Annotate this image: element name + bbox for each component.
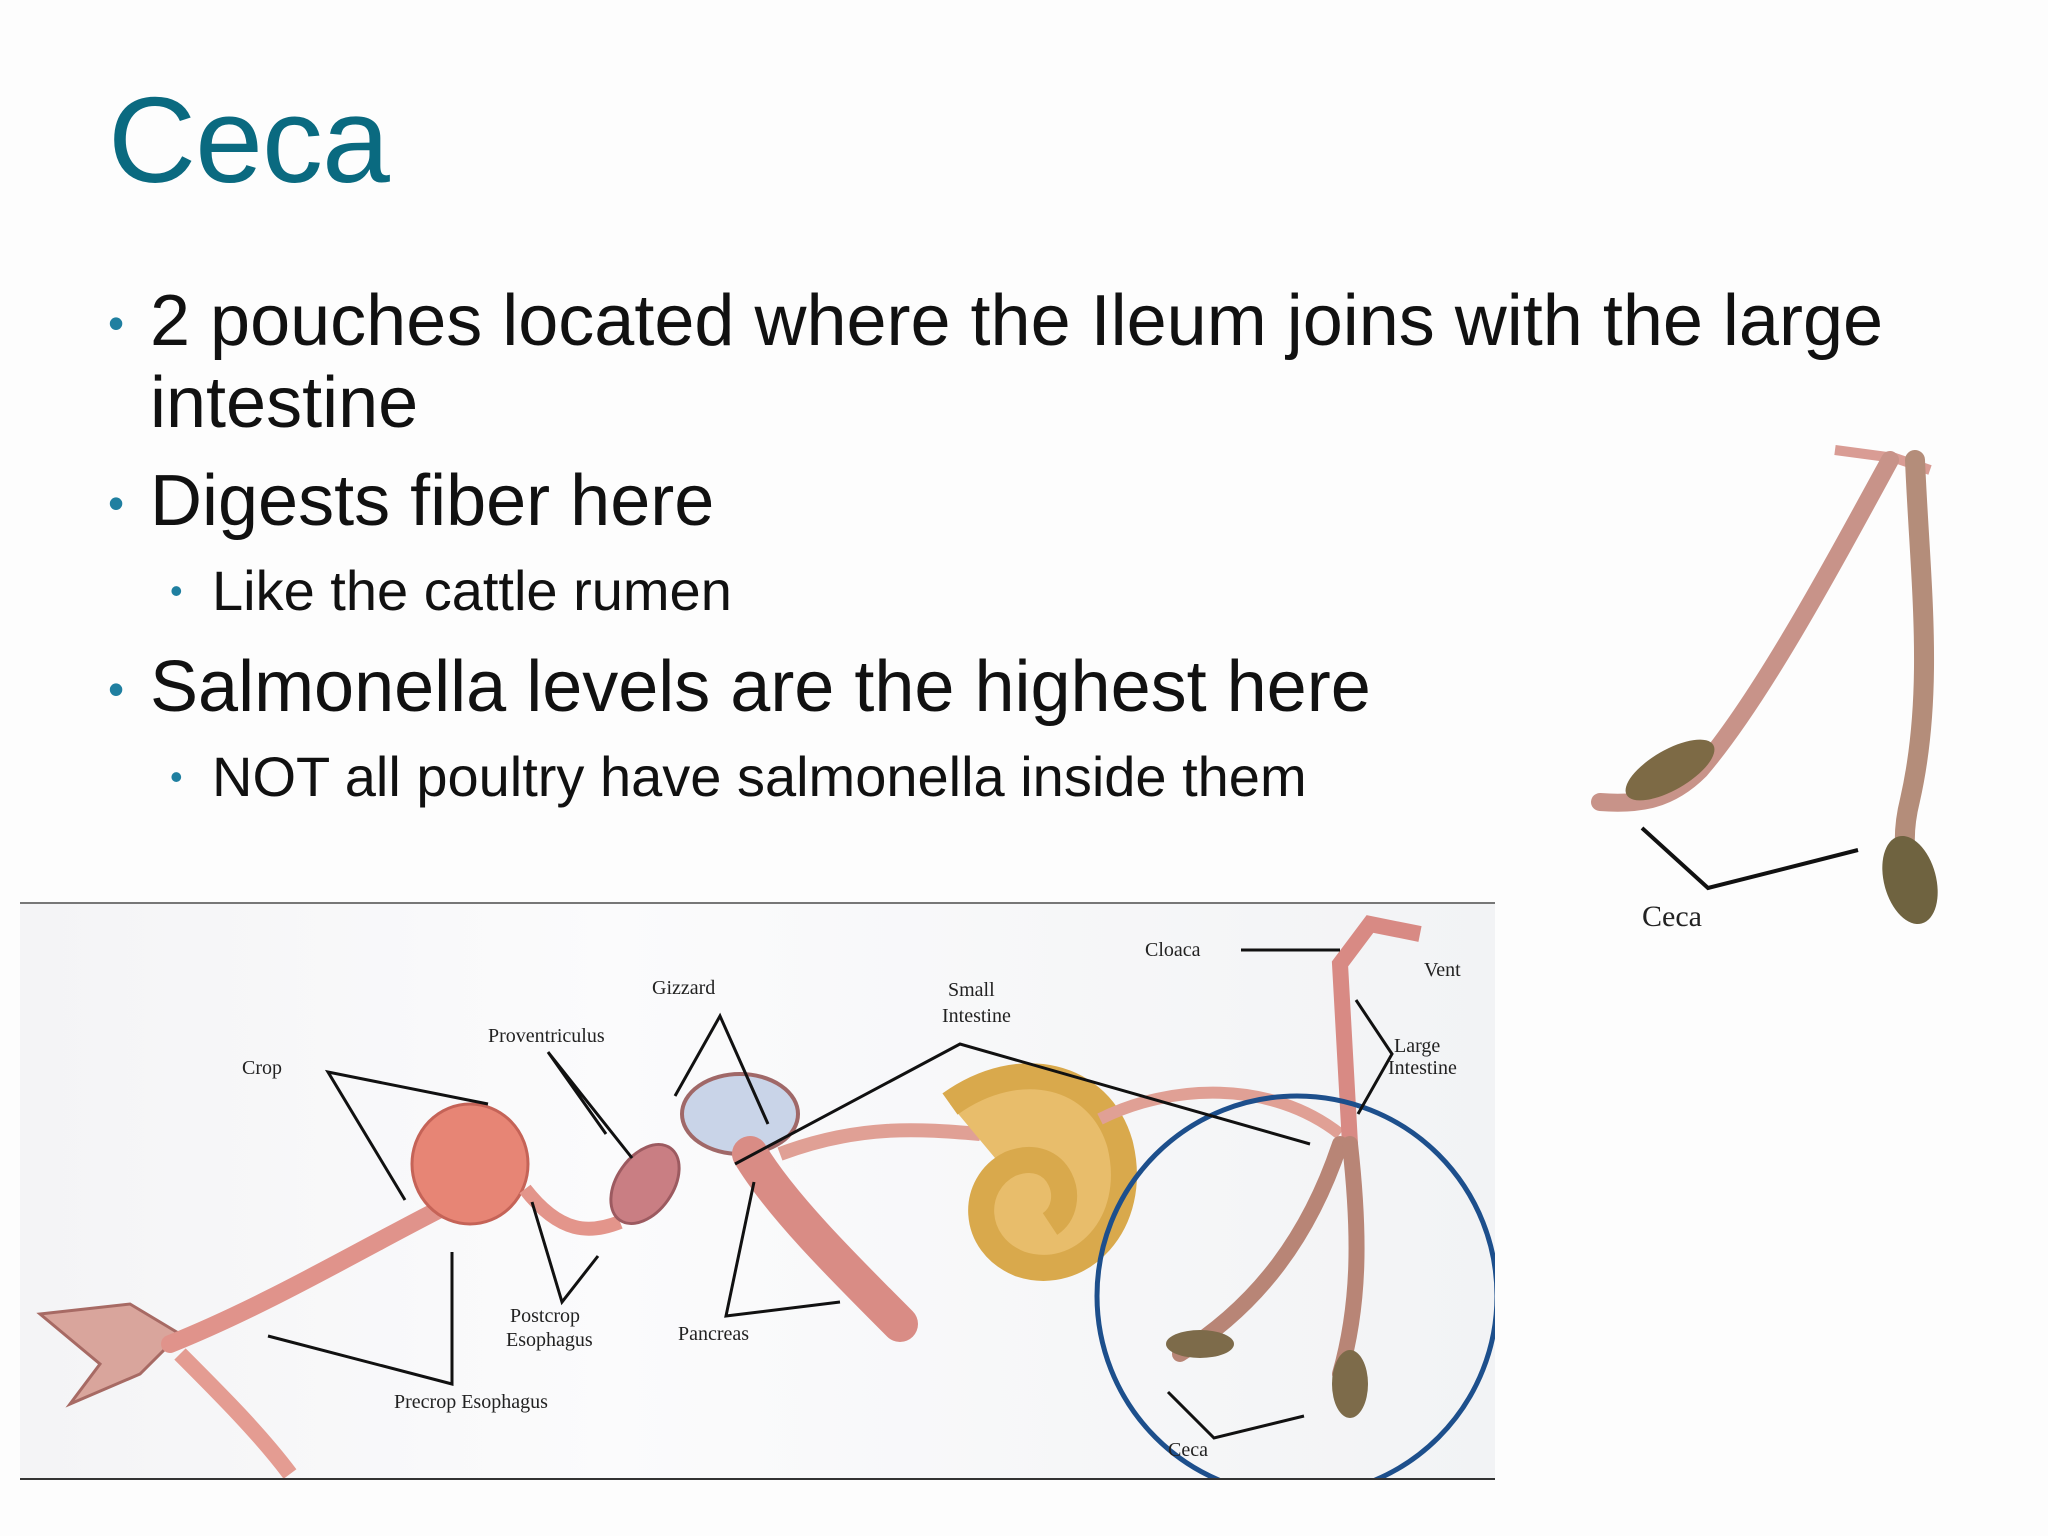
sub-bullet-item: • NOT all poultry have salmonella inside… xyxy=(108,742,1908,812)
postcrop-label: Esophagus xyxy=(506,1329,593,1351)
bullet-dot-icon: • xyxy=(170,570,183,611)
proventriculus-label: Proventriculus xyxy=(488,1025,605,1047)
proventriculus-shape xyxy=(609,1143,681,1225)
large-intestine-shape xyxy=(1331,915,1422,1145)
ceca-photo-leader-line xyxy=(1640,826,1859,891)
bullet-list: • 2 pouches located where the Ileum join… xyxy=(108,280,1908,832)
bullet-dot-icon: • xyxy=(170,756,183,797)
pancreas-loop-shape xyxy=(732,1136,918,1342)
leader-lines xyxy=(267,948,1394,1440)
trachea-shape xyxy=(174,1348,297,1479)
bullet-dot-icon: • xyxy=(108,663,125,715)
ceca-left-shape xyxy=(1591,451,1899,812)
gizzard-label: Gizzard xyxy=(652,977,715,999)
cecum-right-shape xyxy=(1332,1136,1365,1382)
ceca-right-shape xyxy=(1894,450,1935,910)
small-intestine-label: Small xyxy=(948,979,995,1001)
digestive-tract-diagram: Crop Proventriculus Gizzard Small Intest… xyxy=(20,902,1500,1499)
vent-label: Vent xyxy=(1424,959,1461,981)
ileum-shape xyxy=(1097,1086,1344,1139)
bullet-dot-icon: • xyxy=(108,477,125,529)
sub-bullet-text: NOT all poultry have salmonella inside t… xyxy=(212,745,1307,808)
sub-bullet-item: • Like the cattle rumen xyxy=(108,556,1908,626)
beak-shape xyxy=(36,1302,183,1408)
crop-label: Crop xyxy=(242,1057,282,1079)
bullet-item: • Digests fiber here xyxy=(108,460,1908,542)
cecum-tip-right-shape xyxy=(1332,1350,1368,1418)
bullet-text: Digests fiber here xyxy=(150,461,715,541)
bullet-item: • Salmonella levels are the highest here xyxy=(108,646,1908,728)
ceca-label: Ceca xyxy=(1168,1439,1208,1461)
bullet-dot-icon: • xyxy=(108,297,125,349)
ceca-illustration: Ceca xyxy=(1591,445,1938,933)
ceca-right-tip-shape xyxy=(1882,836,1938,924)
crop-shape xyxy=(410,1102,530,1226)
small-intestine-shape xyxy=(777,1123,981,1161)
ceca-left-tip-shape xyxy=(1625,739,1715,801)
sub-bullet-text: Like the cattle rumen xyxy=(212,559,732,622)
small-intestine-label: Intestine xyxy=(942,1005,1011,1027)
pancreas-label: Pancreas xyxy=(678,1323,749,1345)
digestive-tract-illustration: Crop Proventriculus Gizzard Small Intest… xyxy=(36,915,1500,1499)
bullet-item: • 2 pouches located where the Ileum join… xyxy=(108,280,1908,444)
slide-title: Ceca xyxy=(108,72,390,208)
esophagus-shape xyxy=(161,1195,459,1353)
bullet-text: Salmonella levels are the highest here xyxy=(150,647,1371,727)
bullet-text: 2 pouches located where the Ileum joins … xyxy=(150,281,1884,443)
ceca-photo-label: Ceca xyxy=(1642,900,1702,933)
large-intestine-label: Intestine xyxy=(1388,1057,1457,1079)
precrop-esophagus-label: Precrop Esophagus xyxy=(394,1391,548,1413)
ceca-photo: Ceca xyxy=(1560,430,1980,950)
cloaca-label: Cloaca xyxy=(1145,939,1201,961)
postcrop-label: Postcrop xyxy=(510,1305,580,1327)
postcrop-shape xyxy=(519,1184,623,1236)
ceca-highlight-circle xyxy=(1094,1093,1500,1499)
large-intestine-label: Large xyxy=(1394,1035,1440,1057)
cecum-left-shape xyxy=(1172,1136,1348,1362)
intestine-coils-shape xyxy=(942,1063,1137,1281)
cecum-tip-left-shape xyxy=(1166,1330,1234,1358)
